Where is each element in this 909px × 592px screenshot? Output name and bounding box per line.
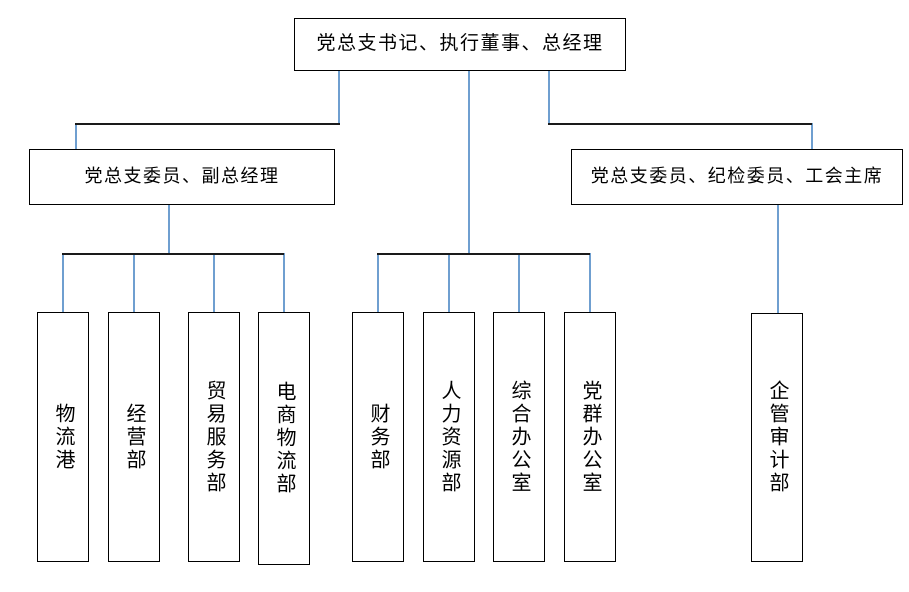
connector-root-to-middle-vertical (468, 71, 470, 254)
connector-bus-to-dept-renliziyuanbu (448, 253, 450, 312)
connector-root-to-right-vertical (548, 71, 550, 124)
connector-right-branch-drop (811, 123, 813, 150)
node-dept-jingyingbu-label: 经营部 (123, 402, 145, 472)
node-dept-caiwubu[interactable]: 财务部 (352, 312, 404, 562)
node-level2-vice-general-manager[interactable]: 党总支委员、副总经理 (29, 149, 335, 205)
connector-root-to-left-horizontal (75, 123, 340, 125)
connector-right-node-to-dept-qiguanshenjibu (777, 205, 779, 313)
connector-bus-to-dept-dianshangwuliubu (283, 253, 285, 312)
node-dept-maoyifuwubu[interactable]: 贸易服务部 (188, 312, 240, 562)
node-dept-caiwubu-label: 财务部 (367, 402, 389, 472)
node-dept-wuliugang[interactable]: 物流港 (37, 312, 89, 562)
connector-bus-to-dept-jingyingbu (133, 253, 135, 312)
node-dept-dianshangwuliubu-label: 电商物流部 (273, 381, 295, 496)
connector-bus-to-dept-caiwubu (377, 253, 379, 312)
connector-root-to-right-horizontal (548, 123, 812, 125)
connector-bus-to-dept-zonghebangongshi (518, 253, 520, 312)
node-dept-dangqunbangongshi[interactable]: 党群办公室 (564, 312, 616, 562)
node-dept-dangqunbangongshi-label: 党群办公室 (579, 379, 601, 495)
node-dept-maoyifuwubu-label: 贸易服务部 (203, 379, 225, 495)
node-dept-qiguanshenjibu[interactable]: 企管审计部 (751, 313, 803, 562)
bus-left-group (62, 253, 284, 255)
node-dept-renliziyuanbu-label: 人力资源部 (438, 379, 460, 495)
node-dept-renliziyuanbu[interactable]: 人力资源部 (423, 312, 475, 562)
connector-bus-to-dept-maoyifuwubu (213, 253, 215, 312)
node-root-label: 党总支书记、执行董事、总经理 (316, 33, 604, 55)
connector-bus-to-dept-wuliugang (62, 253, 64, 312)
connector-bus-to-dept-dangqunbangongshi (589, 253, 591, 312)
node-dept-zonghebangongshi[interactable]: 综合办公室 (493, 312, 545, 562)
bus-middle-group (377, 253, 590, 255)
node-level2-discipline-union-chair-label: 党总支委员、纪检委员、工会主席 (590, 166, 884, 187)
node-dept-zonghebangongshi-label: 综合办公室 (508, 379, 530, 495)
node-dept-dianshangwuliubu[interactable]: 电商物流部 (258, 312, 310, 565)
node-dept-qiguanshenjibu-label: 企管审计部 (766, 380, 788, 495)
node-level2-vice-general-manager-label: 党总支委员、副总经理 (84, 166, 280, 187)
node-root[interactable]: 党总支书记、执行董事、总经理 (294, 18, 626, 71)
connector-left-branch-drop (75, 123, 77, 150)
node-dept-wuliugang-label: 物流港 (52, 402, 74, 472)
connector-left-node-to-bus (168, 205, 170, 254)
node-dept-jingyingbu[interactable]: 经营部 (108, 312, 160, 562)
node-level2-discipline-union-chair[interactable]: 党总支委员、纪检委员、工会主席 (571, 149, 903, 205)
connector-root-to-left-vertical (338, 71, 340, 124)
